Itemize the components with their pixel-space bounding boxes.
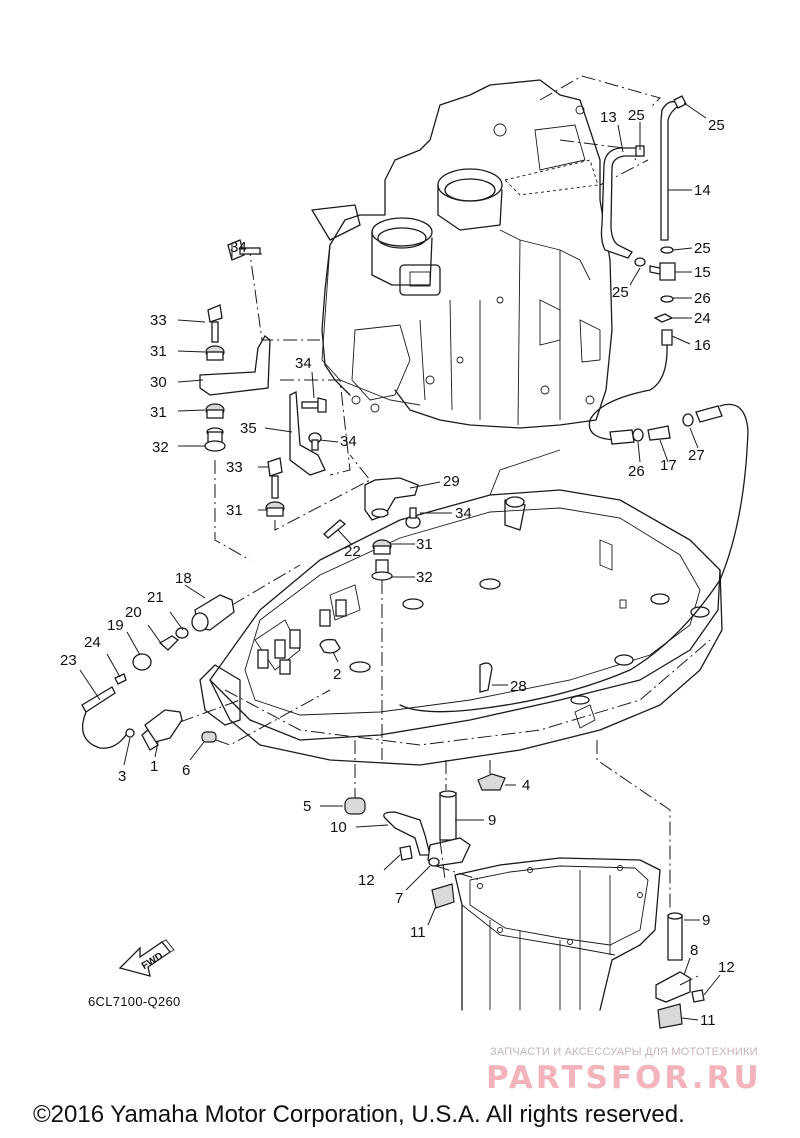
callout-8[interactable]: 8 — [690, 942, 698, 959]
callout-17[interactable]: 17 — [660, 457, 677, 474]
callout-21[interactable]: 21 — [147, 589, 164, 606]
callout-26a[interactable]: 26 — [694, 290, 711, 307]
callout-24b[interactable]: 24 — [694, 310, 711, 327]
callout-11a[interactable]: 11 — [410, 924, 426, 941]
callout-2[interactable]: 2 — [333, 666, 341, 683]
callout-27[interactable]: 27 — [688, 447, 705, 464]
fwd-direction-icon: FWD — [118, 939, 175, 977]
watermark-brand: PARTSFOR.RU — [486, 1060, 762, 1096]
callout-16[interactable]: 16 — [694, 337, 711, 354]
callout-31a[interactable]: 31 — [150, 343, 167, 360]
drain-parts — [344, 740, 705, 1029]
callout-33b[interactable]: 33 — [226, 459, 243, 476]
callout-30[interactable]: 30 — [150, 374, 167, 391]
callout-31c[interactable]: 31 — [226, 502, 243, 519]
callout-7[interactable]: 7 — [395, 890, 403, 907]
callout-34d[interactable]: 34 — [455, 505, 472, 522]
callout-5[interactable]: 5 — [303, 798, 311, 815]
callout-15[interactable]: 15 — [694, 264, 711, 281]
callout-labels: 1 2 3 4 5 6 7 8 9 9 10 11 11 12 12 13 14… — [60, 107, 735, 1029]
callout-32a[interactable]: 32 — [152, 439, 169, 456]
callout-31b[interactable]: 31 — [150, 404, 167, 421]
callout-35[interactable]: 35 — [240, 420, 257, 437]
lower-casing — [454, 857, 661, 1011]
callout-19[interactable]: 19 — [107, 617, 124, 634]
callout-28[interactable]: 28 — [510, 678, 527, 695]
callout-24a[interactable]: 24 — [84, 634, 101, 651]
leader-lines — [79, 102, 721, 1021]
callout-26b[interactable]: 26 — [628, 463, 645, 480]
callout-34c[interactable]: 34 — [340, 433, 357, 450]
bracket-assembly — [199, 239, 421, 760]
callout-22[interactable]: 22 — [344, 543, 361, 560]
callout-25c[interactable]: 25 — [694, 240, 711, 257]
copyright-notice: ©2016 Yamaha Motor Corporation, U.S.A. A… — [33, 1101, 685, 1128]
callout-14[interactable]: 14 — [694, 182, 711, 199]
diagram-code: 6CL7100-Q260 — [88, 994, 181, 1009]
callout-34b[interactable]: 34 — [295, 355, 312, 372]
callout-6[interactable]: 6 — [182, 762, 190, 779]
callout-11b[interactable]: 11 — [700, 1012, 716, 1029]
callout-32b[interactable]: 32 — [416, 569, 433, 586]
callout-9b[interactable]: 9 — [702, 912, 710, 929]
callout-3[interactable]: 3 — [118, 768, 126, 785]
callout-9a[interactable]: 9 — [488, 812, 496, 829]
callout-25d[interactable]: 25 — [612, 284, 629, 301]
callout-23[interactable]: 23 — [60, 652, 77, 669]
callout-34a[interactable]: 34 — [230, 239, 247, 256]
callout-33a[interactable]: 33 — [150, 312, 167, 329]
callout-31d[interactable]: 31 — [416, 536, 433, 553]
callout-12a[interactable]: 12 — [358, 872, 375, 889]
callout-1[interactable]: 1 — [150, 758, 158, 775]
bottom-cowling — [199, 449, 723, 766]
callout-29[interactable]: 29 — [443, 473, 460, 490]
callout-4[interactable]: 4 — [522, 777, 530, 794]
engine-block — [311, 75, 661, 429]
pilot-water-parts — [81, 564, 493, 751]
callout-10[interactable]: 10 — [330, 819, 347, 836]
callout-13[interactable]: 13 — [600, 109, 617, 126]
callout-20[interactable]: 20 — [125, 604, 142, 621]
callout-25b[interactable]: 25 — [708, 117, 725, 134]
callout-12b[interactable]: 12 — [718, 959, 735, 976]
hose-assembly — [399, 95, 749, 713]
callout-18[interactable]: 18 — [175, 570, 192, 587]
callout-25a[interactable]: 25 — [628, 107, 645, 124]
watermark-subtitle: ЗАПЧАСТИ И АКСЕССУАРЫ ДЛЯ МОТОТЕХНИКИ — [490, 1046, 758, 1058]
